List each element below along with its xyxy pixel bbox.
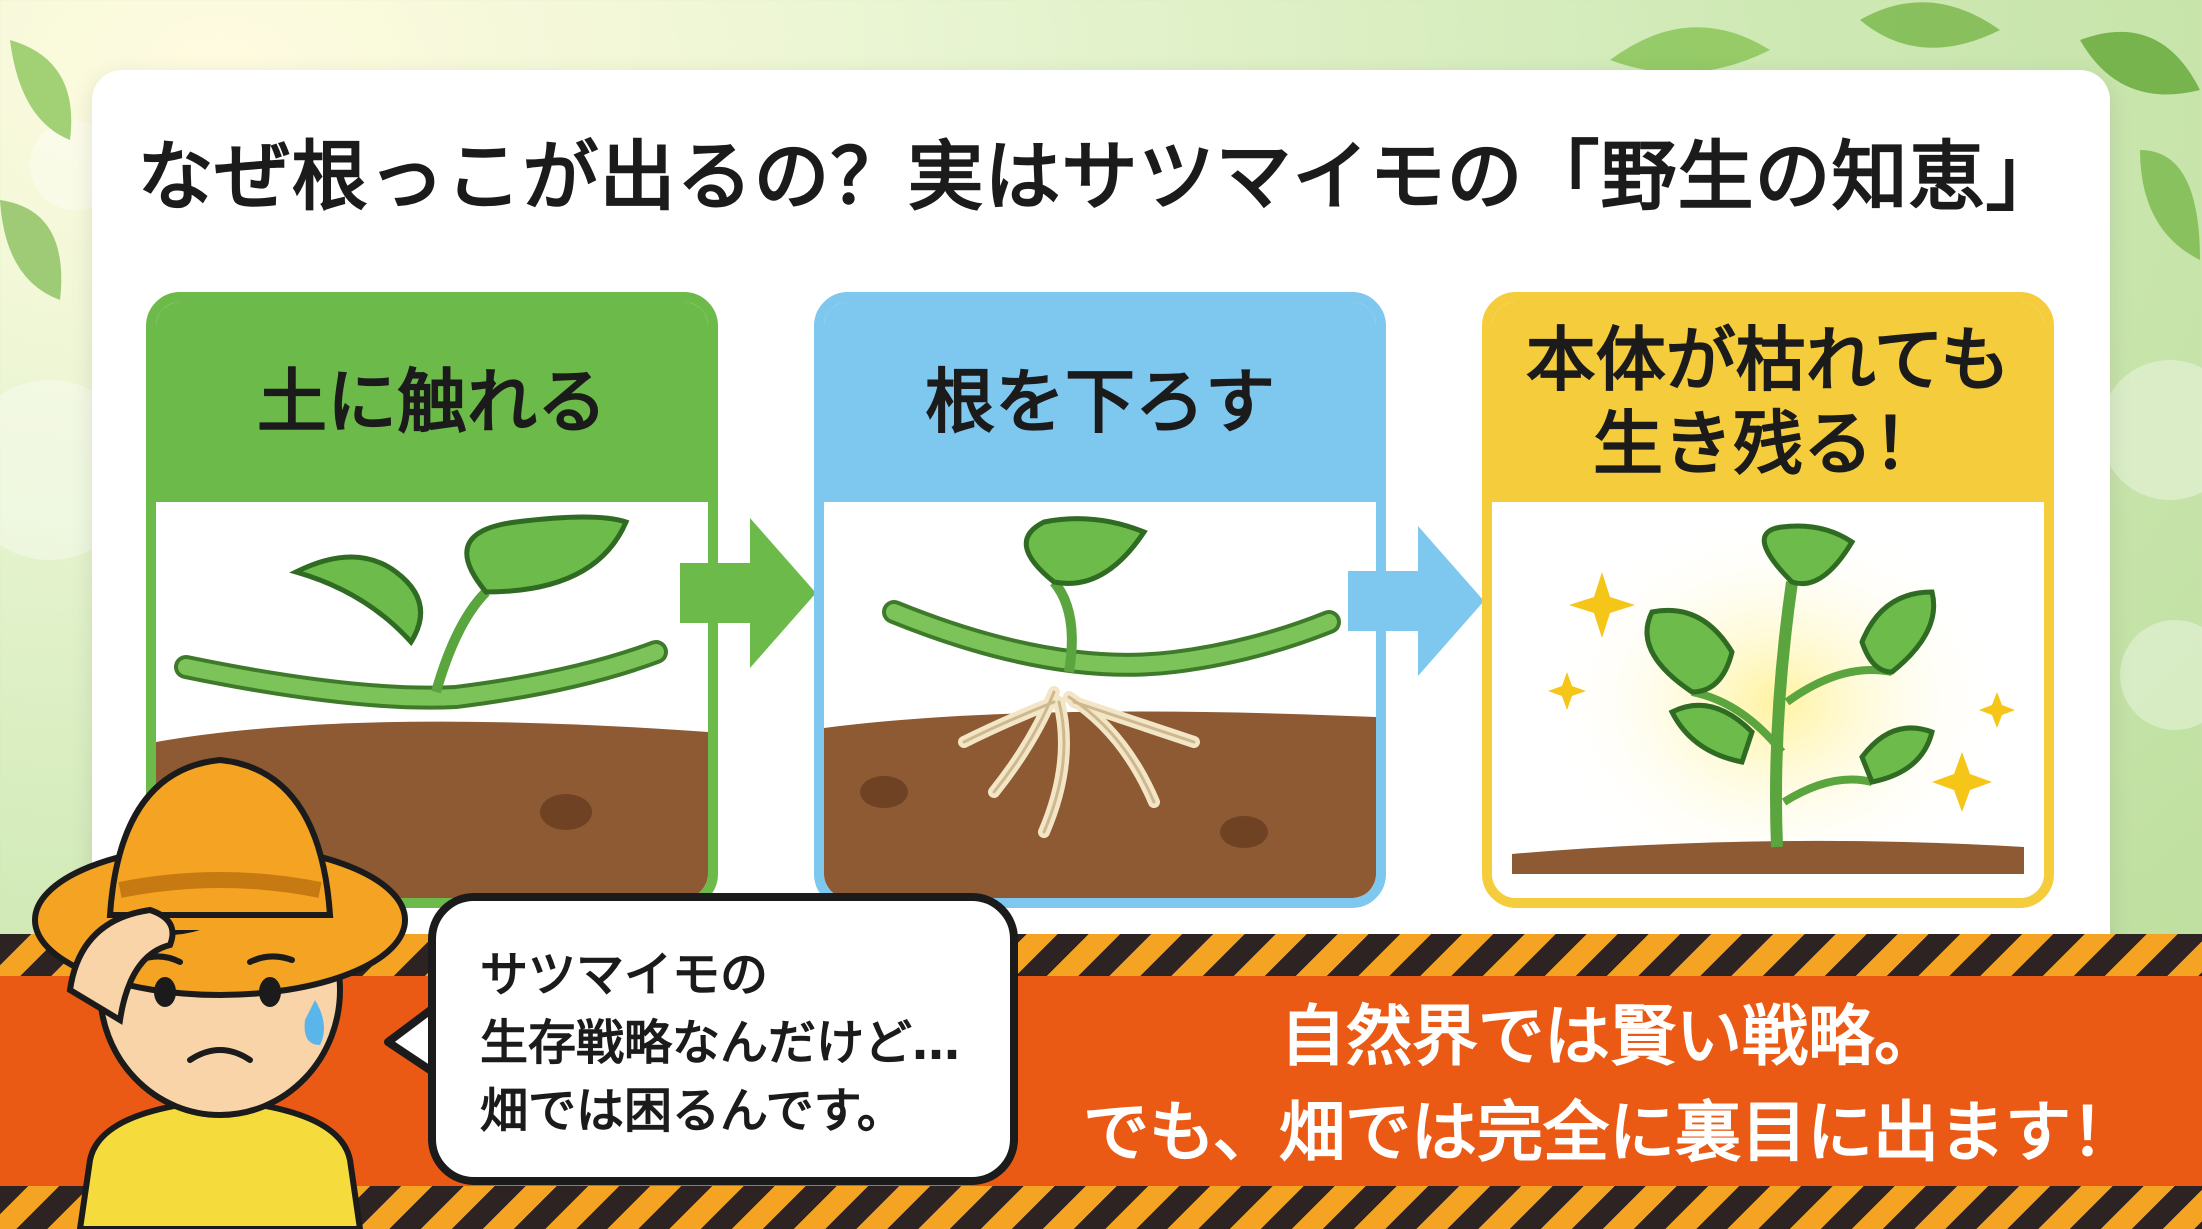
farmer-character	[32, 756, 408, 1229]
step-label: 本体が枯れても 生き残る！	[1492, 302, 2044, 502]
step-label: 土に触れる	[156, 302, 708, 502]
sweat-drop-icon	[304, 1000, 324, 1045]
step-label: 根を下ろす	[824, 302, 1376, 502]
bokeh-circle	[2120, 620, 2202, 730]
speech-bubble: サツマイモの 生存戦略なんだけど… 畑では困るんです。	[428, 893, 1018, 1185]
speech-bubble-line1: サツマイモの	[480, 947, 769, 1003]
leaf-icon	[1610, 2, 2200, 260]
page-title: なぜ根っこが出るの？実はサツマイモの「野生の知恵」	[137, 132, 2063, 221]
grown-plant-illustration	[1492, 502, 2044, 898]
step-label-line2: 生き残る！	[1593, 403, 1943, 485]
bokeh-circle	[2100, 360, 2202, 500]
banner-message-line2: でも、畑では完全に裏目に出ます！	[1082, 1094, 2138, 1171]
step-panel-survive: 本体が枯れても 生き残る！	[1482, 292, 2054, 908]
banner-message: 自然界では賢い戦略。 でも、畑では完全に裏目に出ます！	[1040, 985, 2180, 1185]
arrow-right-icon	[680, 518, 816, 668]
rooting-vine-illustration	[824, 502, 1376, 898]
leaf-icon	[0, 40, 72, 300]
speech-bubble-line2: 生存戦略なんだけど…	[480, 1015, 961, 1072]
step-panel-put-down-roots: 根を下ろす	[814, 292, 1386, 908]
banner-background	[0, 976, 2202, 1186]
arrow-right-icon	[1348, 526, 1484, 676]
step-label-line1: 本体が枯れても	[1525, 319, 2011, 401]
speech-bubble-line3: 畑では困るんです。	[480, 1083, 905, 1140]
sparkle-icon	[1548, 572, 2015, 812]
step-panel-touch-soil: 土に触れる	[146, 292, 718, 908]
banner-message-line1: 自然界では賢い戦略。	[1280, 998, 1940, 1076]
